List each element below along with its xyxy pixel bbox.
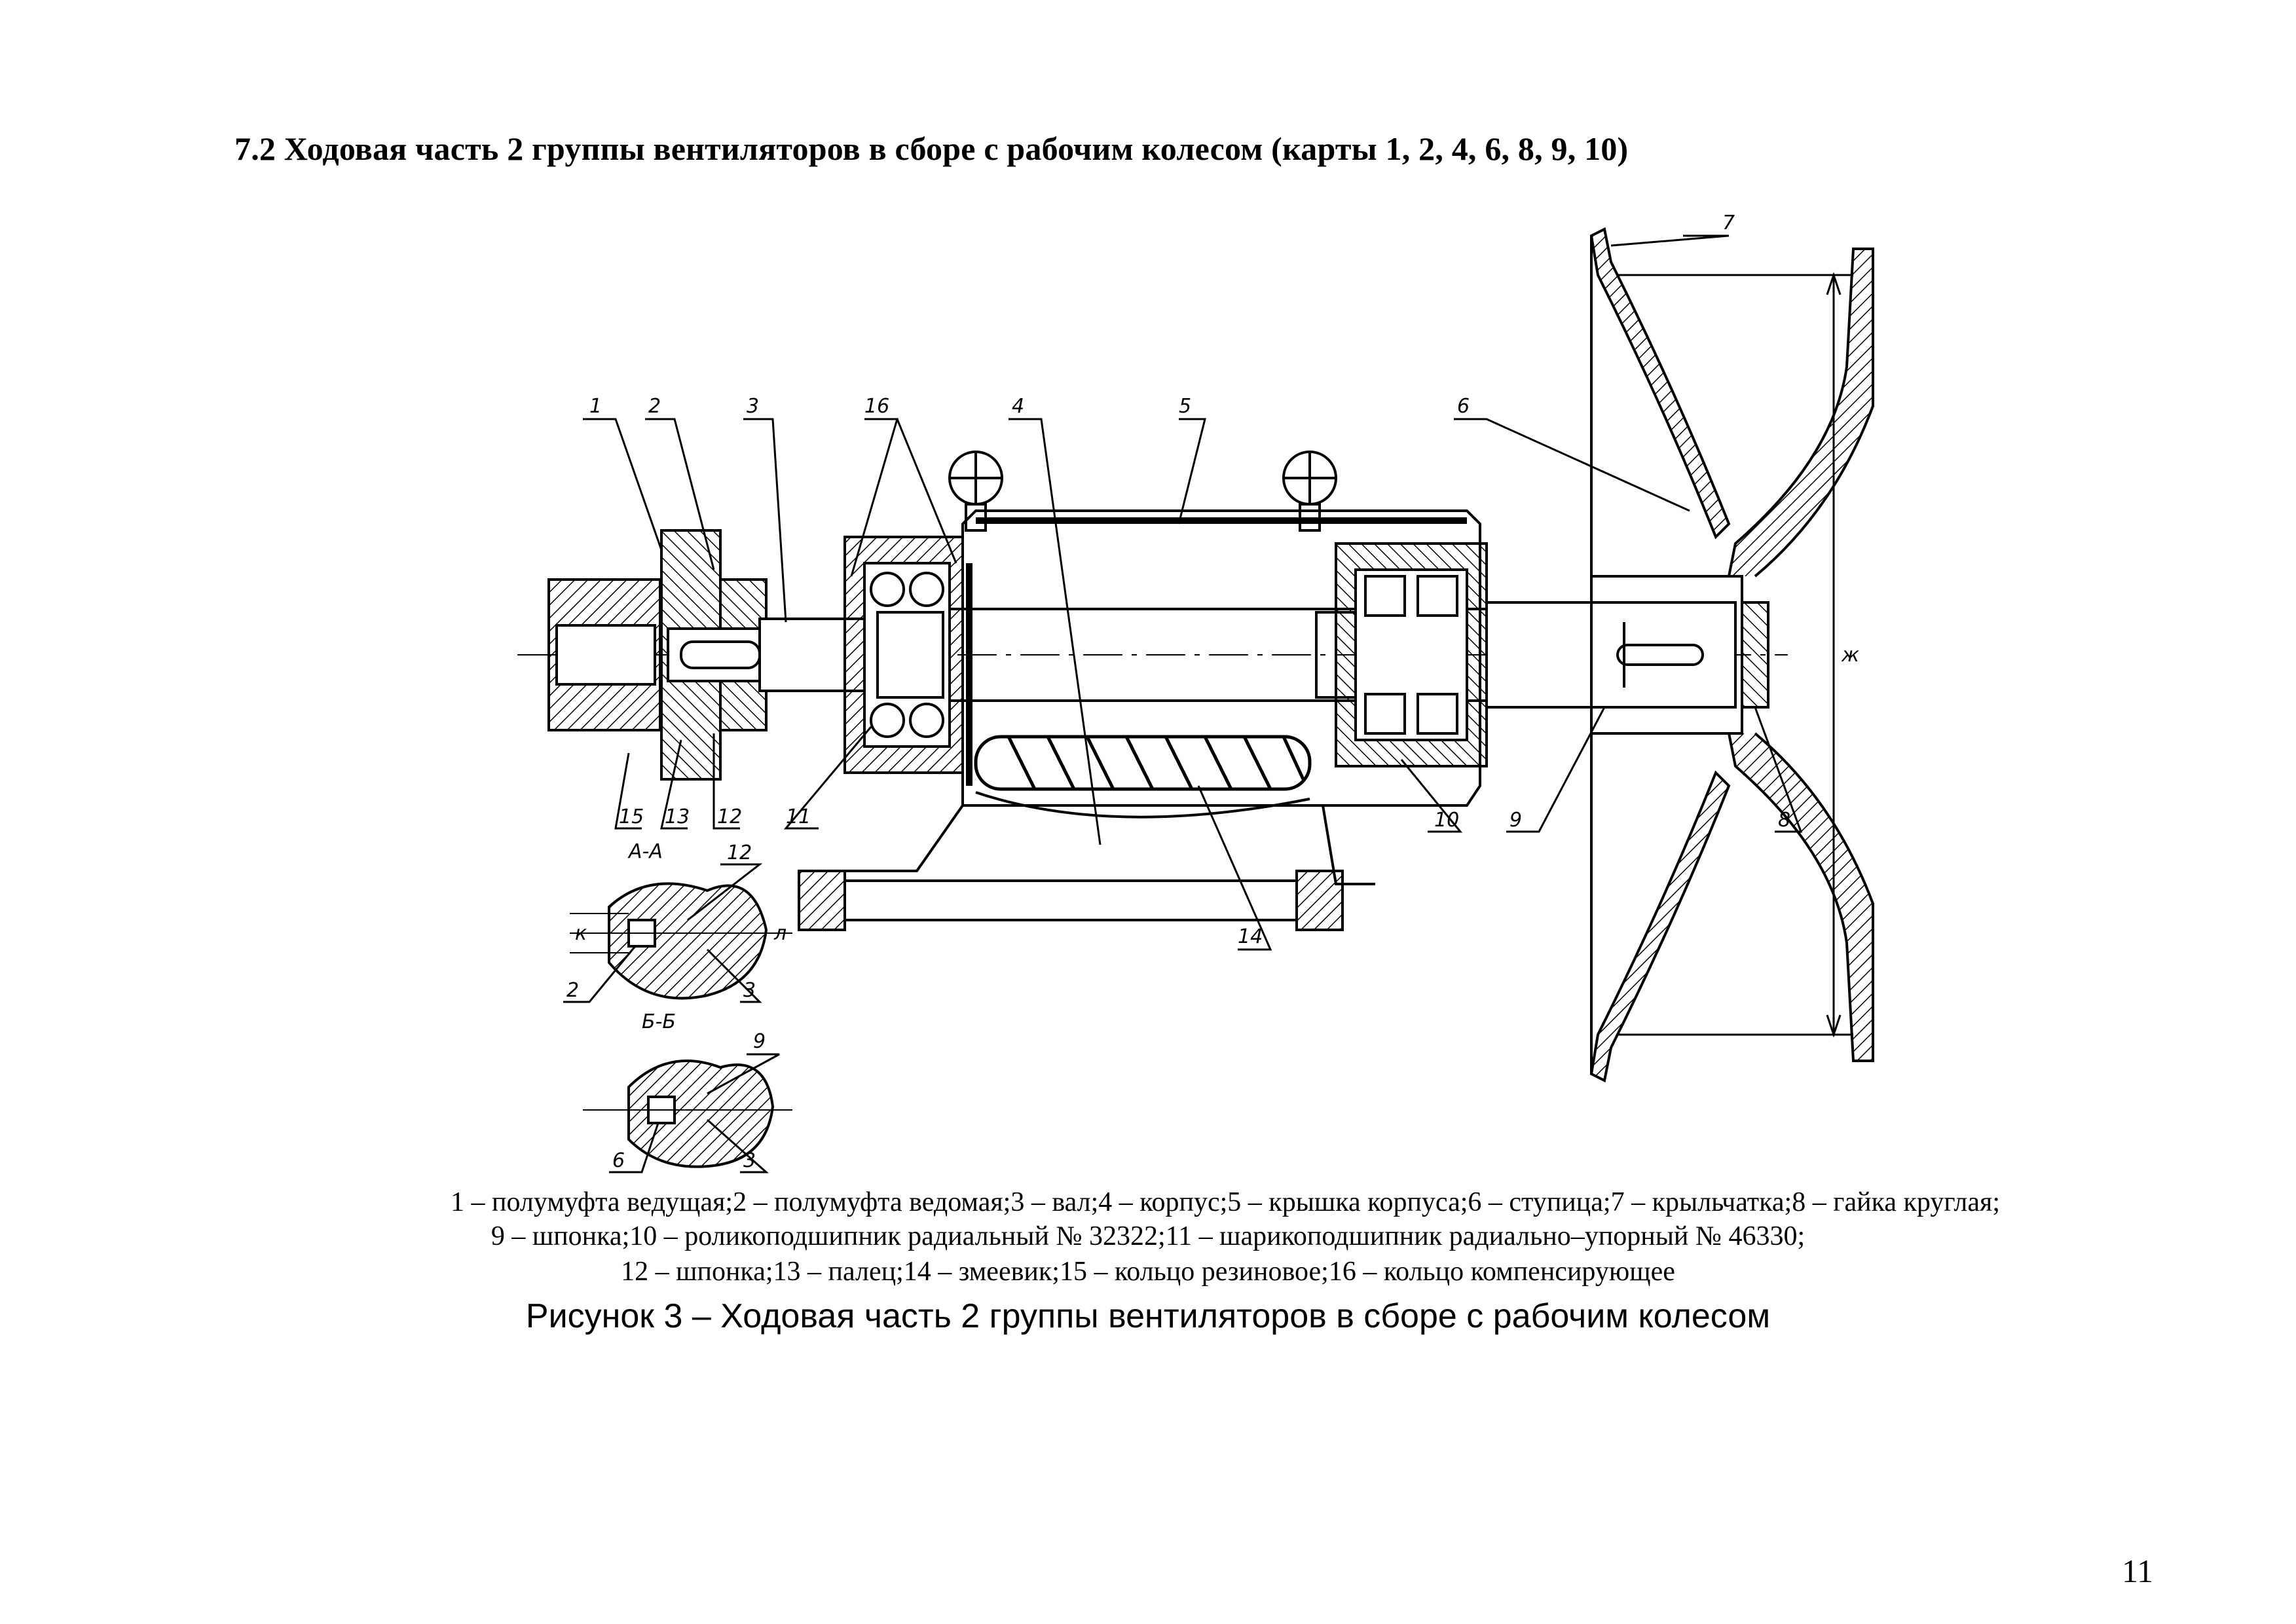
key-height-mark-b: л <box>773 922 787 945</box>
section-aa-title: А-А <box>627 840 663 863</box>
key-height-mark-a: к <box>575 922 587 945</box>
section-bb-callout-9: 9 <box>753 1030 766 1053</box>
callout-5: 5 <box>1179 395 1191 418</box>
section-aa-callout-12: 12 <box>727 841 752 864</box>
section-bb-callout-3: 3 <box>743 1149 756 1172</box>
impeller-blade <box>1589 227 1731 1082</box>
callout-14: 14 <box>1238 925 1263 948</box>
page-number: 11 <box>2122 1553 2154 1589</box>
callout-11: 11 <box>786 805 811 828</box>
cooling-coil <box>974 735 1312 791</box>
assembly-drawing: 1 2 3 16 4 5 6 7 8 9 10 11 12 13 14 15 А… <box>517 212 1874 1173</box>
figure-caption: Рисунок 3 – Ходовая часть 2 группы венти… <box>525 1297 1771 1335</box>
callout-10: 10 <box>1434 809 1459 832</box>
legend-line-3: 12 – шпонка;13 – палец;14 – змеевик;15 –… <box>621 1257 1675 1287</box>
callout-13: 13 <box>665 805 690 828</box>
lifting-eye-right <box>1282 451 1337 532</box>
housing-body <box>798 509 1481 931</box>
diameter-mark: ж <box>1841 644 1859 667</box>
impeller-diameter-dimension <box>1618 272 1853 1038</box>
callout-9: 9 <box>1509 809 1522 832</box>
coupling-half-driven <box>660 529 768 781</box>
callout-3: 3 <box>747 395 759 418</box>
section-bb-title: Б-Б <box>642 1010 676 1033</box>
callout-15: 15 <box>619 805 644 828</box>
callout-16: 16 <box>864 395 889 418</box>
impeller-hub <box>1590 248 1874 1062</box>
legend-line-2: 9 – шпонка;10 – роликоподшипник радиальн… <box>491 1221 1805 1251</box>
section-heading: 7.2 Ходовая часть 2 группы вентиляторов … <box>234 130 1629 167</box>
callout-1: 1 <box>589 395 602 418</box>
lifting-eye-left <box>948 451 1003 532</box>
coupling-half-driving <box>547 578 661 731</box>
left-bearing-housing <box>843 536 964 774</box>
section-bb <box>583 1060 792 1168</box>
right-bearing-housing <box>1315 542 1488 767</box>
callout-8: 8 <box>1778 809 1790 832</box>
callout-6: 6 <box>1457 395 1470 418</box>
callout-7: 7 <box>1722 212 1735 234</box>
legend-line-1: 1 – полумуфта ведущая;2 – полумуфта ведо… <box>450 1187 2001 1217</box>
callout-12: 12 <box>717 805 742 828</box>
section-aa-callout-2: 2 <box>566 979 579 1002</box>
section-aa <box>570 882 792 1000</box>
callout-2: 2 <box>648 395 661 418</box>
callout-4: 4 <box>1012 395 1024 418</box>
leader-lines <box>563 234 1803 1173</box>
section-aa-callout-3: 3 <box>743 979 756 1002</box>
section-bb-callout-6: 6 <box>612 1149 625 1172</box>
